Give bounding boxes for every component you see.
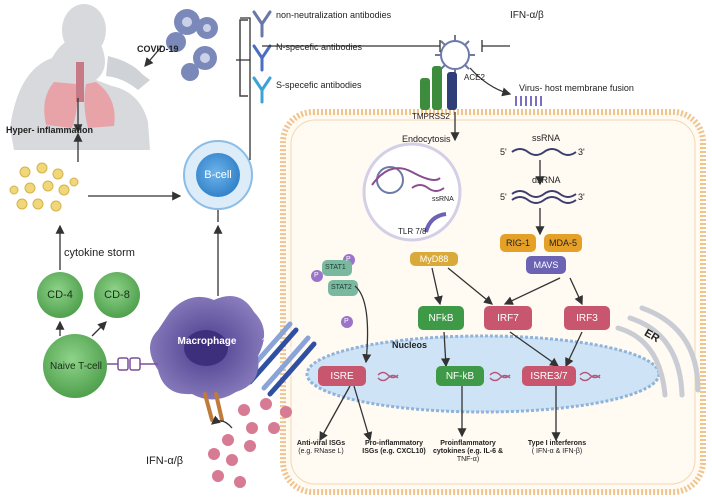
irf3-box: IRF3 (564, 306, 610, 330)
isre37-box: ISRE3/7 (522, 366, 576, 386)
irf7-box: IRF7 (484, 306, 532, 330)
ssrna-label: ssRNA (532, 133, 561, 143)
ace2-label: ACE2 (464, 73, 485, 82)
p-label-3: P (344, 318, 349, 325)
nfkb-nucleus-box: NF-kB (436, 366, 484, 386)
antibody-icons (252, 10, 272, 104)
endosome-virion (371, 166, 445, 194)
dsrna-label: dsRNA (532, 175, 561, 185)
naive-tcell-label: Naive T-cell (49, 360, 103, 372)
stat2-box (328, 280, 358, 296)
macrophage-receptor (203, 392, 224, 422)
mda5-box: MDA-5 (544, 234, 582, 252)
proinf-isgs-line2: ISGs (e.g. CXCL10) (362, 448, 426, 456)
antibody-label-2: N-specefic antibodies (276, 42, 363, 52)
antiviral-isgs-line2: (e.g. RNase L) (298, 448, 344, 456)
endosome (362, 142, 462, 242)
cytokine-storm-label: cytokine storm (64, 247, 135, 259)
proinf-cytokines-label: Proinflammatory cytokines (e.g. IL-6 & T… (430, 440, 506, 464)
cd8-shape (94, 272, 140, 318)
type-i-ifn-label: Type I interferons ( IFN-α & IFN-β) (522, 440, 592, 456)
proinf-isgs-line1: Pro-inflammatory (365, 440, 423, 447)
type-i-ifn-line1: Type I interferons (527, 440, 587, 447)
proinf-cytokines-line2: cytokines (e.g. IL-6 & (432, 448, 504, 456)
ssrna-5prime: 5' (500, 147, 507, 157)
fusion-patch (515, 96, 542, 106)
cd4-label: CD-4 (47, 289, 73, 301)
stat2-label: STAT2 (331, 284, 352, 291)
dna-glyphs (377, 371, 601, 382)
nfkb-box: NFkB (418, 306, 464, 330)
stat1-box (322, 260, 352, 276)
tmprss2-label: TMPRSS2 (412, 112, 450, 121)
cytokine-cluster (9, 162, 79, 212)
stat1-label: STAT1 (325, 264, 346, 271)
macrophage-label: Macrophage (177, 335, 237, 347)
p-label-2: P (346, 256, 351, 263)
ace2-receptor (447, 72, 457, 110)
ifn-top-label: IFN-α/β (510, 10, 544, 21)
mavs-box: MAVS (526, 256, 566, 274)
tlr-label: TLR 7/8 (398, 227, 427, 236)
dsrna-wave-1 (511, 190, 577, 198)
endocytosis-label: Endocytosis (402, 134, 451, 144)
er-organelle (615, 305, 701, 398)
p-label-1: P (314, 272, 319, 279)
nucleus-label: Nucleos (392, 340, 428, 350)
naive-tcell-shape (43, 334, 107, 398)
proinf-cytokines-line3: TNF-α) (456, 456, 480, 464)
cd4-shape (37, 272, 83, 318)
ifn-dots (208, 398, 292, 488)
myd88-box: MyD88 (410, 252, 458, 266)
antiviral-isgs-line1: Anti-viral ISGs (296, 440, 346, 447)
endosome-ssrna-label: ssRNA (432, 196, 454, 203)
rig1-box: RIG-1 (500, 234, 536, 252)
dsrna-3prime: 3' (578, 192, 585, 202)
antibody-label-1: non-neutralization antibodies (276, 10, 392, 20)
hyper-inflammation-label: Hyper- inflammation (6, 125, 94, 135)
ssrna-3prime: 3' (578, 147, 585, 157)
patient-figure (10, 4, 150, 151)
dsrna-5prime: 5' (500, 192, 507, 202)
host-cell-membrane (280, 109, 706, 495)
type-i-ifn-line2: ( IFN-α & IFN-β) (531, 448, 583, 456)
antibody-label-3: S-specefic antibodies (276, 80, 362, 90)
antiviral-isgs-label: Anti-viral ISGs (e.g. RNase L) (288, 440, 354, 456)
tmprss2-receptor (420, 78, 430, 110)
synapse-connector (107, 357, 158, 371)
bcell-label: B-cell (204, 169, 232, 181)
isre-box: ISRE (318, 366, 366, 386)
cd8-label: CD-8 (104, 289, 130, 301)
proinf-isgs-label: Pro-inflammatory ISGs (e.g. CXCL10) (356, 440, 432, 456)
antibody-bracket (239, 19, 248, 97)
tlr-receptor (424, 212, 447, 233)
covid-label: COVID-19 (137, 44, 179, 54)
ifn-bottom-label: IFN-α/β (146, 455, 184, 467)
ssrna-wave (511, 148, 577, 156)
fusion-label: Virus- host membrane fusion (519, 83, 634, 93)
proinf-cytokines-line1: Proinflammatory (440, 440, 496, 447)
